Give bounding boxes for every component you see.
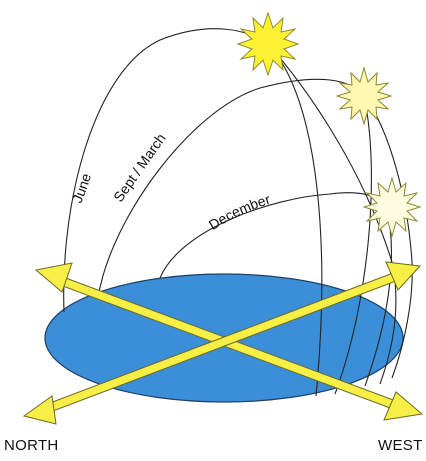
arrow-sw-ne: [22, 261, 422, 425]
sun-path-trail: [267, 43, 397, 385]
sept-march-sun-path: [97, 78, 372, 395]
arrow-nw-se: [34, 262, 424, 421]
sun-paths: [63, 28, 413, 397]
sun-path-trail: [363, 95, 413, 379]
june-label: June: [69, 171, 94, 205]
north-label: NORTH: [4, 437, 59, 454]
december-sun-path: [159, 192, 393, 387]
december-label: December: [206, 191, 273, 233]
compass-arrows: [22, 261, 424, 425]
sept-march-label: Sept / March: [110, 130, 169, 204]
west-label: WEST: [378, 437, 423, 454]
sun-high-icon: [236, 11, 300, 77]
june-sun-path: [63, 28, 323, 397]
sun-low-icon: [362, 176, 422, 238]
sun-mid-icon: [335, 66, 393, 126]
